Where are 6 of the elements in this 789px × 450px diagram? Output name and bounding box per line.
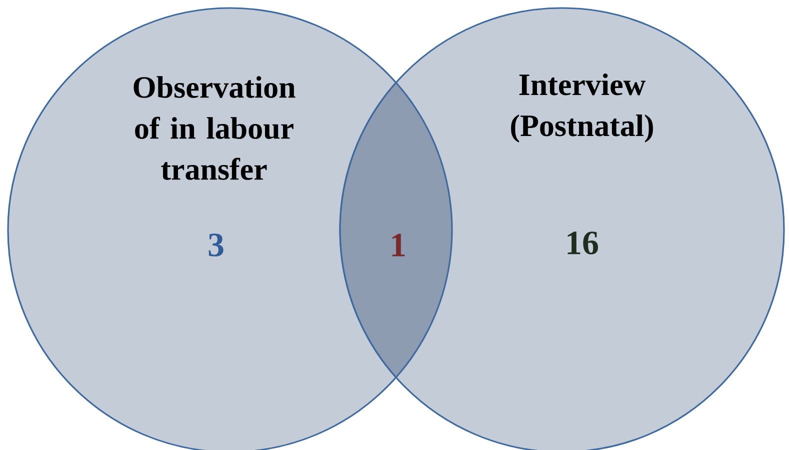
- circle-heading: Interview (Postnatal): [511, 73, 653, 143]
- overlap-region: [339, 82, 453, 378]
- count-number: 1: [392, 234, 405, 256]
- count-number: 3: [208, 234, 224, 256]
- count-number: 16: [568, 232, 598, 254]
- circle-heading: Observation of in labour transfer: [134, 76, 296, 180]
